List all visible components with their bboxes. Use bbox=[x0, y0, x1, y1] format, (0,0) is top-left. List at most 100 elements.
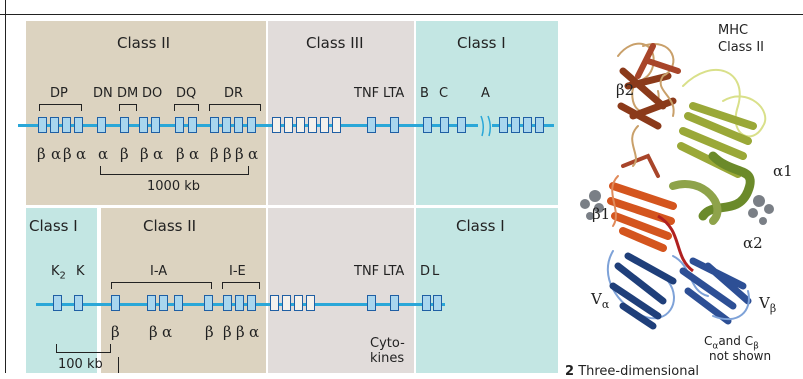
chain-label: β bbox=[223, 145, 232, 163]
chain-label: β bbox=[210, 145, 219, 163]
chain-label: β bbox=[205, 323, 214, 341]
gene-segment-box bbox=[284, 117, 293, 133]
mhc-class-ii-structure: MHC Class II β2 α1 β1 α2 Vα Vβ Cαand Cβ … bbox=[563, 16, 803, 379]
chain-label: α bbox=[98, 145, 109, 163]
gene-do-label: DO bbox=[142, 86, 163, 101]
panel-divider bbox=[26, 205, 558, 208]
gene-segment-box bbox=[222, 117, 231, 133]
gene-segment-box bbox=[423, 117, 432, 133]
gene-b-label: B bbox=[420, 86, 429, 101]
chain-label: β bbox=[63, 145, 72, 163]
ia-bracket bbox=[111, 282, 212, 289]
class-i-region bbox=[416, 21, 558, 207]
dq-bracket bbox=[174, 104, 199, 111]
chain-label: β bbox=[120, 145, 129, 163]
gene-segment-box bbox=[210, 117, 219, 133]
chain-label: β bbox=[111, 323, 120, 341]
mouse-gene-tnf-label: TNF bbox=[354, 264, 380, 279]
gene-segment-box bbox=[53, 295, 62, 311]
gene-segment-box bbox=[62, 117, 71, 133]
gene-segment-box bbox=[235, 295, 244, 311]
gene-segment-box bbox=[174, 295, 183, 311]
chain-label: α bbox=[249, 323, 260, 341]
frame-divider bbox=[118, 357, 119, 373]
chain-label: β bbox=[236, 323, 245, 341]
gene-segment-box bbox=[282, 295, 291, 311]
gene-dp-label: DP bbox=[50, 86, 68, 101]
domain-a2-label: α2 bbox=[743, 234, 763, 252]
domain-b2-label: β2 bbox=[616, 81, 635, 99]
ie-bracket bbox=[222, 282, 260, 289]
gene-segment-box bbox=[223, 295, 232, 311]
gene-segment-box bbox=[499, 117, 508, 133]
frame-top bbox=[0, 14, 803, 15]
domain-a1-label: α1 bbox=[773, 162, 793, 180]
gene-segment-box bbox=[535, 117, 544, 133]
gene-lta-label: LTA bbox=[383, 86, 405, 101]
chain-label: β bbox=[223, 323, 232, 341]
figure-caption: 2 Three-dimensional bbox=[565, 364, 700, 379]
mouse-class-i-left-region bbox=[26, 207, 97, 373]
structure-title-line1: MHC bbox=[718, 23, 749, 38]
class-ii-region bbox=[26, 21, 266, 207]
gene-d-label: D bbox=[420, 264, 431, 279]
gene-segment-box bbox=[422, 295, 431, 311]
dp-bracket bbox=[39, 104, 82, 111]
mouse-class-i-left-label: Class I bbox=[29, 217, 78, 235]
gene-segment-box bbox=[147, 295, 156, 311]
gene-segment-box bbox=[433, 295, 442, 311]
gene-segment-box bbox=[139, 117, 148, 133]
gene-ie-label: I-E bbox=[229, 264, 246, 279]
gene-segment-box bbox=[308, 117, 317, 133]
chain-label: α bbox=[51, 145, 62, 163]
chain-label: β bbox=[140, 145, 149, 163]
domain-va-label: Vα bbox=[591, 290, 610, 311]
gene-segment-box bbox=[74, 117, 83, 133]
gene-segment-box bbox=[272, 117, 281, 133]
gene-segment-box bbox=[367, 117, 376, 133]
gene-segment-box bbox=[306, 295, 315, 311]
gene-segment-box bbox=[247, 295, 256, 311]
gene-segment-box bbox=[523, 117, 532, 133]
break-marker-icon bbox=[480, 115, 492, 137]
constant-domains-note: Cαand Cβ bbox=[704, 334, 759, 352]
gene-segment-box bbox=[320, 117, 329, 133]
protein-ribbon-image bbox=[580, 42, 774, 330]
line-break-icon bbox=[478, 115, 492, 137]
gene-segment-box bbox=[97, 117, 106, 133]
gene-ia-label: I-A bbox=[150, 264, 168, 279]
chain-label: α bbox=[248, 145, 259, 163]
frame-left bbox=[5, 0, 6, 373]
class-iii-label: Class III bbox=[306, 34, 364, 52]
gene-dm-label: DM bbox=[117, 86, 139, 101]
gene-segment-box bbox=[332, 117, 341, 133]
gene-segment-box bbox=[151, 117, 160, 133]
gene-segment-box bbox=[247, 117, 256, 133]
mouse-scale-label: 100 kb bbox=[58, 357, 103, 372]
mouse-class-i-right-label: Class I bbox=[456, 217, 505, 235]
gene-segment-box bbox=[457, 117, 466, 133]
gene-k-label: K bbox=[76, 264, 85, 279]
gene-segment-box bbox=[120, 117, 129, 133]
chain-label: β bbox=[149, 323, 158, 341]
gene-segment-box bbox=[234, 117, 243, 133]
gene-segment-box bbox=[38, 117, 47, 133]
chain-label: β bbox=[176, 145, 185, 163]
gene-dr-label: DR bbox=[224, 86, 244, 101]
gene-segment-box bbox=[367, 295, 376, 311]
gene-k2-label: K2 bbox=[51, 264, 66, 282]
gene-segment-box bbox=[204, 295, 213, 311]
gene-segment-box bbox=[390, 117, 399, 133]
structure-title-line2: Class II bbox=[718, 40, 765, 55]
chain-label: α bbox=[153, 145, 164, 163]
mouse-h2-map: Class I Class II Class I K2 K I-A I-E TN… bbox=[26, 205, 558, 373]
gene-segment-box bbox=[390, 295, 399, 311]
gene-segment-box bbox=[159, 295, 168, 311]
gene-segment-box bbox=[440, 117, 449, 133]
mouse-class-ii-region bbox=[101, 207, 266, 373]
cytokines-label-line2: kines bbox=[370, 351, 405, 366]
domain-vb-label: Vβ bbox=[759, 294, 777, 315]
chain-label: α bbox=[76, 145, 87, 163]
chain-label: β bbox=[37, 145, 46, 163]
gene-segment-box bbox=[74, 295, 83, 311]
